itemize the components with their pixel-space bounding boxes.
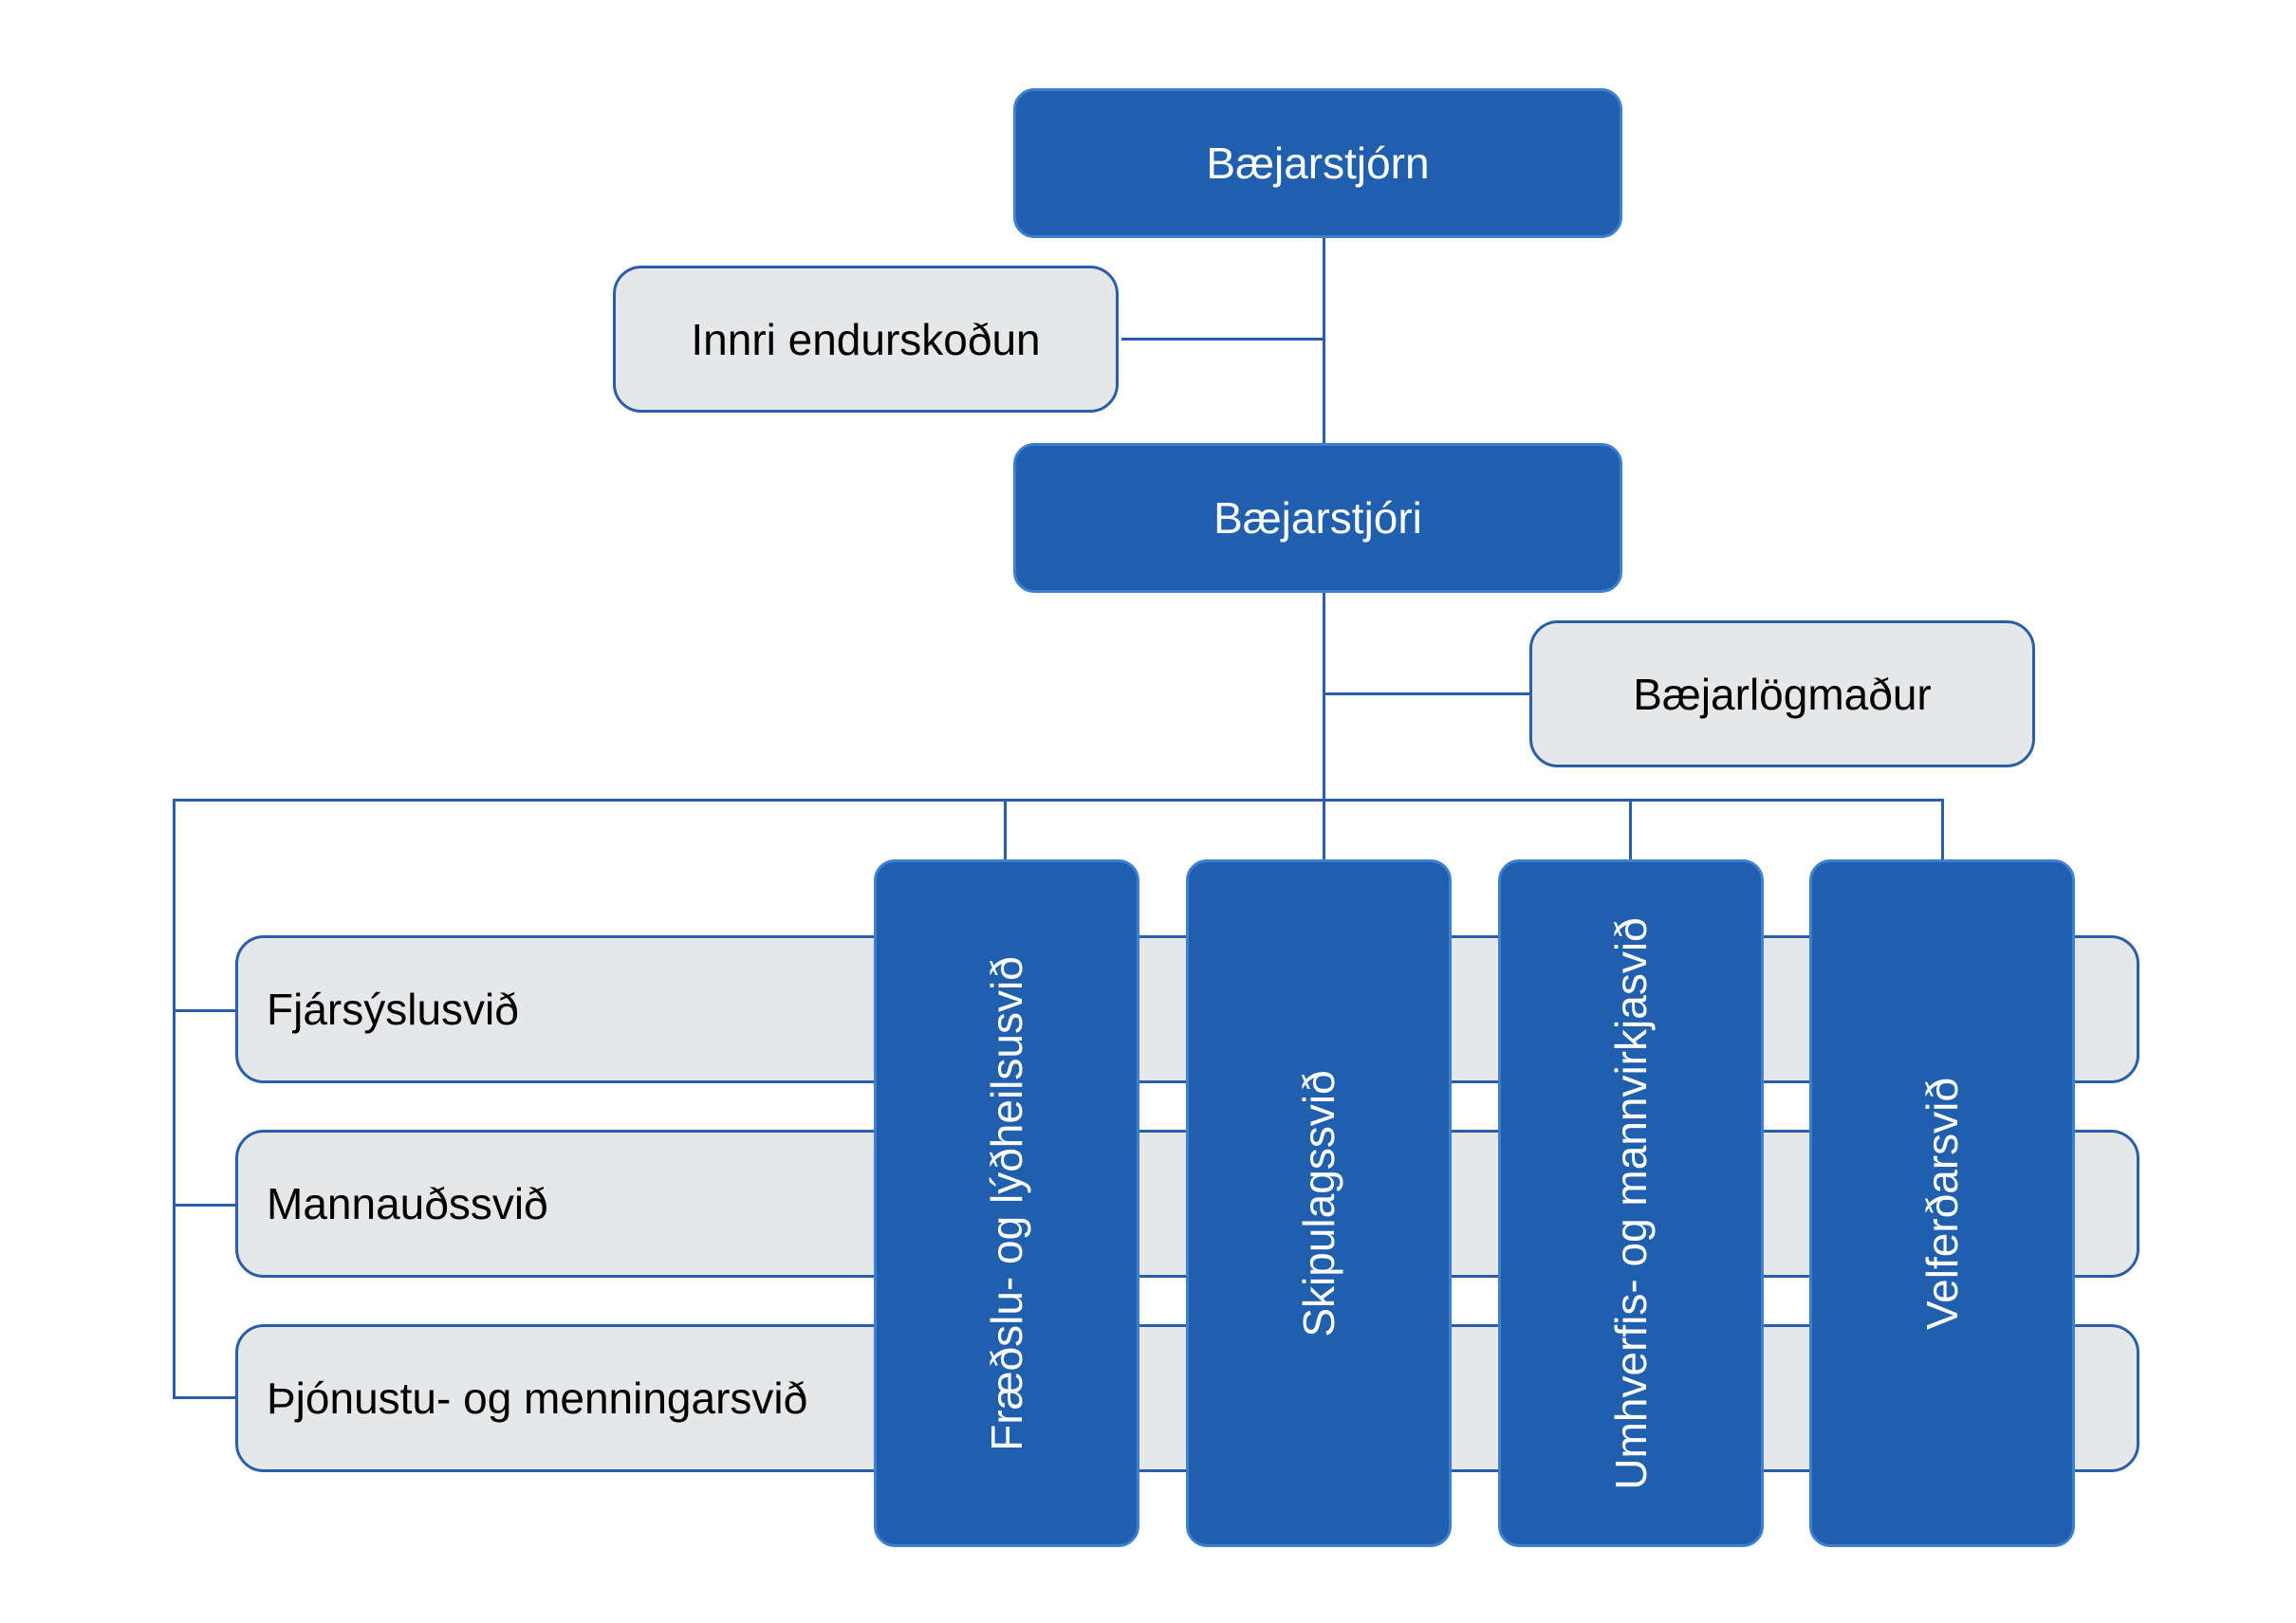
division-thjonustu-label: Þjónustu- og menningarsvið	[267, 1374, 808, 1423]
mayor-box: Bæjarstjóri	[1013, 443, 1622, 593]
division-fraedslu-label: Fræðslu- og lýðheilsusvið	[982, 955, 1031, 1451]
connector-thjonustu	[173, 1396, 237, 1399]
council-label: Bæjarstjórn	[1206, 138, 1430, 188]
audit-box: Innri endurskoðun	[613, 266, 1119, 413]
mayor-label: Bæjarstjóri	[1213, 493, 1422, 543]
division-fjarsyslu-label: Fjársýslusvið	[267, 985, 519, 1034]
connector-audit	[1121, 338, 1324, 341]
division-velferdar-label: Velferðarsvið	[1917, 1077, 1967, 1330]
connector-skipulags	[1323, 799, 1325, 861]
audit-label: Innri endurskoðun	[691, 314, 1041, 364]
council-box: Bæjarstjórn	[1013, 88, 1622, 238]
connector-fjarsyslu	[173, 1009, 237, 1012]
connector-division-bus	[173, 799, 1943, 802]
division-fraedslu-box: Fræðslu- og lýðheilsusvið	[874, 859, 1139, 1547]
connector-lawyer	[1323, 692, 1533, 695]
connector-council-mayor	[1323, 237, 1325, 446]
division-mannaudur-label: Mannauðssvið	[267, 1179, 548, 1228]
connector-mayor-down	[1323, 592, 1325, 860]
division-umhverfis-label: Umhverfis- og mannvirkjasvið	[1606, 916, 1656, 1490]
connector-mannaudur	[173, 1204, 237, 1207]
lawyer-label: Bæjarlögmaður	[1633, 669, 1932, 719]
division-skipulags-box: Skipulagssvið	[1186, 859, 1452, 1547]
division-velferdar-box: Velferðarsvið	[1809, 859, 2075, 1547]
connector-left-spine	[173, 799, 176, 1398]
lawyer-box: Bæjarlögmaður	[1529, 620, 2035, 767]
connector-umhverfis	[1629, 799, 1632, 861]
connector-fraedslu	[1004, 799, 1007, 861]
division-umhverfis-box: Umhverfis- og mannvirkjasvið	[1498, 859, 1764, 1547]
connector-velferdar	[1941, 799, 1944, 861]
division-skipulags-label: Skipulagssvið	[1294, 1069, 1343, 1337]
